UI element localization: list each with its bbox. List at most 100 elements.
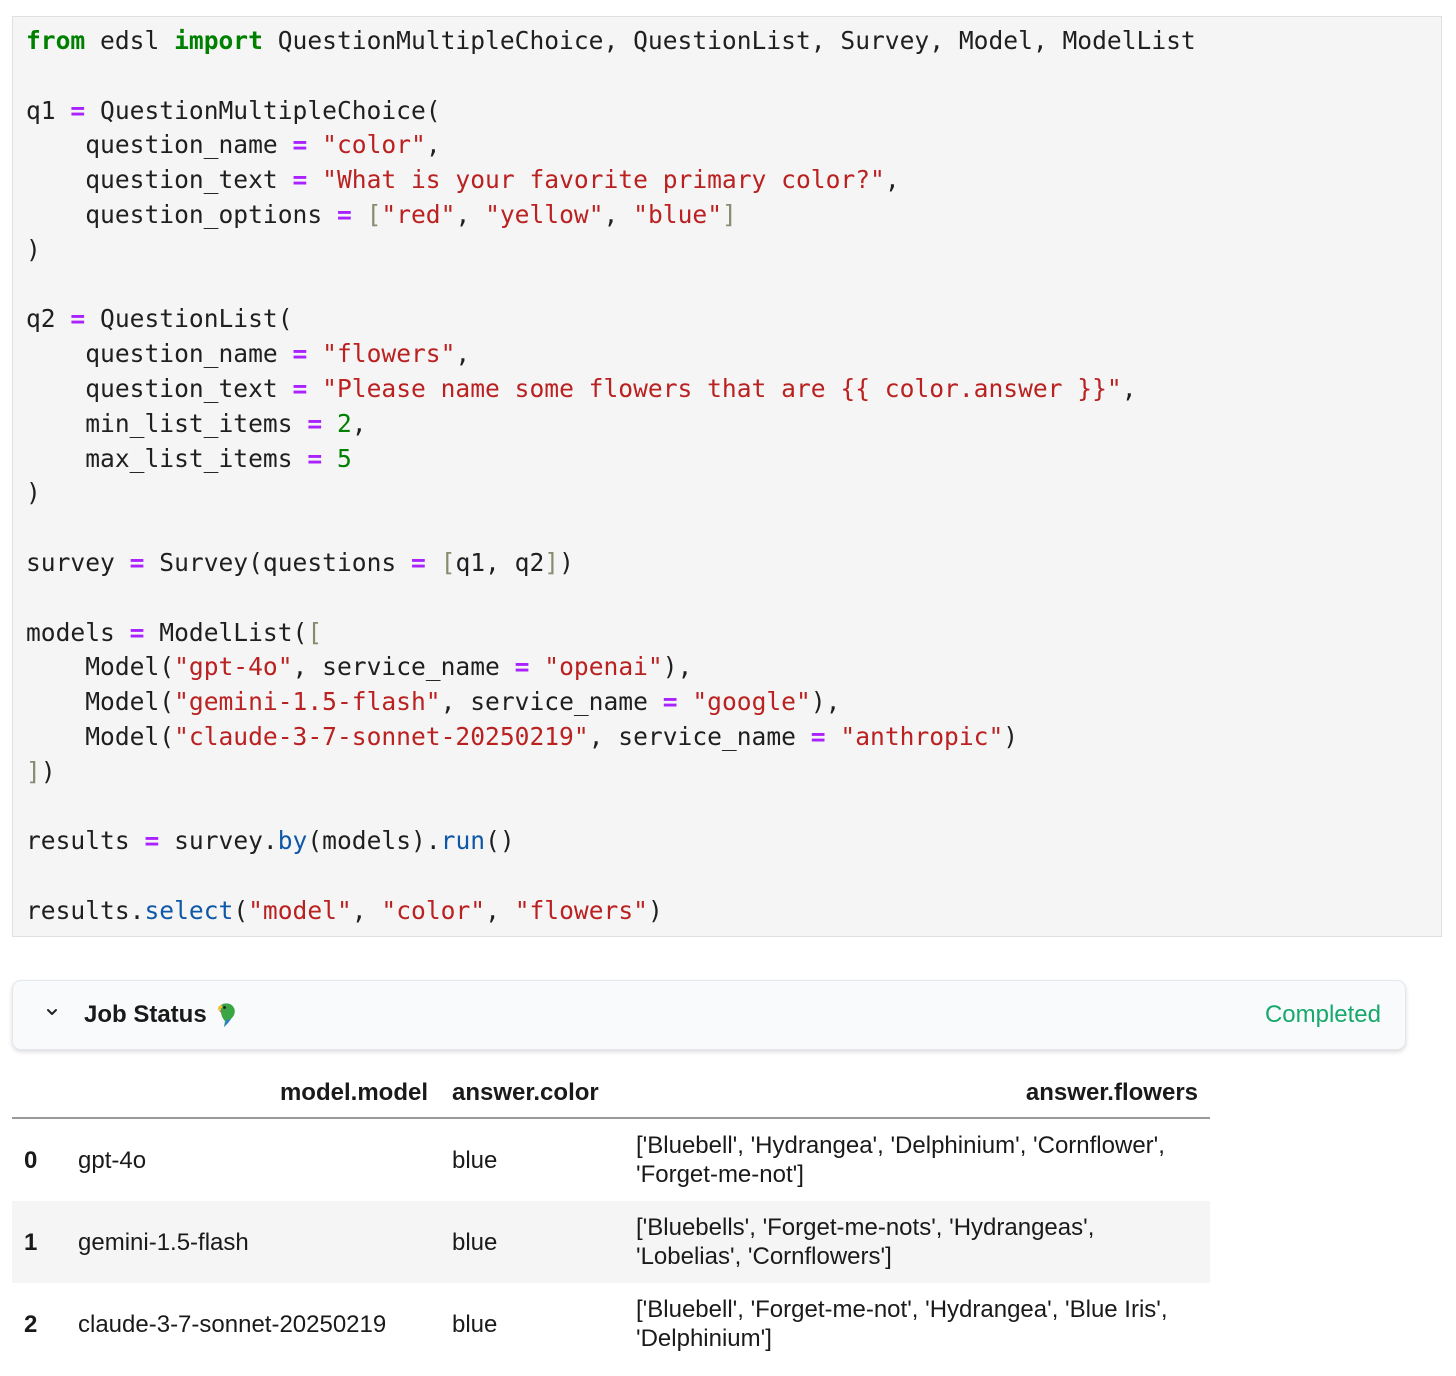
code-token: = — [514, 652, 530, 682]
code-token: = — [129, 547, 145, 577]
job-status-panel: Job Status Completed — [12, 980, 1406, 1050]
code-line — [26, 59, 1196, 94]
code-line: q1 = QuestionMultipleChoice( — [26, 94, 1196, 129]
code-token: QuestionMultipleChoice, QuestionList, Su… — [262, 26, 1196, 55]
code-token: 5 — [336, 443, 352, 473]
code-token: q2 — [26, 304, 71, 334]
code-token: "red" — [381, 199, 456, 229]
code-token: "anthropic" — [840, 721, 1004, 751]
code-token: question_text — [26, 165, 293, 195]
code-token: ( — [233, 895, 249, 925]
cell-flowers: ['Bluebells', 'Forget-me-nots', 'Hydrang… — [624, 1201, 1210, 1283]
job-status-state: Completed — [1264, 1001, 1381, 1028]
code-line: max_list_items = 5 — [26, 442, 1196, 477]
code-token: results. — [26, 895, 145, 925]
code-line — [26, 268, 1196, 303]
code-token: [ — [307, 617, 323, 647]
code-token: , — [485, 895, 515, 925]
code-line: question_name = "flowers", — [26, 337, 1196, 372]
code-line: question_name = "color", — [26, 128, 1196, 163]
code-token: "model" — [248, 895, 352, 925]
code-token: ] — [722, 199, 737, 229]
code-token — [322, 444, 337, 473]
cell-model: claude-3-7-sonnet-20250219 — [78, 1310, 387, 1338]
code-token: (models). — [307, 826, 441, 856]
table-header-row: model.model answer.color answer.flowers — [12, 1068, 1210, 1119]
code-token: "blue" — [633, 199, 722, 229]
code-token: = — [662, 687, 678, 717]
code-token: question_options — [26, 199, 337, 229]
code-token: , service_name — [588, 721, 811, 751]
cell-model: gemini-1.5-flash — [66, 1201, 440, 1283]
code-line: question_options = ["red", "yellow", "bl… — [26, 198, 1196, 233]
code-token: = — [292, 373, 308, 403]
code-token: question_text — [26, 373, 293, 403]
code-token: QuestionMultipleChoice( — [85, 95, 441, 125]
code-token: "Please name some flowers that are {{ co… — [322, 373, 1122, 403]
code-line: ) — [26, 233, 1196, 268]
code-token: [ — [366, 199, 382, 229]
code-token: 2 — [336, 408, 352, 438]
code-token: = — [810, 721, 826, 751]
code-token: , — [455, 199, 486, 229]
code-token: = — [411, 547, 426, 577]
code-token: ), — [810, 687, 841, 717]
column-header-color[interactable]: answer.color — [440, 1068, 624, 1119]
code-line — [26, 511, 1196, 546]
code-token: "yellow" — [485, 199, 604, 229]
code-token: = — [336, 199, 352, 229]
code-token: ), — [662, 652, 693, 682]
code-line: results = survey.by(models).run() — [26, 824, 1196, 859]
code-token: = — [307, 443, 323, 473]
code-token: run — [440, 826, 486, 856]
code-token: QuestionList( — [85, 304, 293, 334]
code-token: "google" — [692, 687, 811, 717]
column-header-flowers[interactable]: answer.flowers — [624, 1068, 1210, 1119]
code-line: models = ModelList([ — [26, 616, 1196, 651]
code-editor[interactable]: from edsl import QuestionMultipleChoice,… — [26, 24, 1196, 929]
code-line: min_list_items = 2, — [26, 407, 1196, 442]
index-header — [12, 1068, 66, 1119]
code-token: ] — [26, 756, 41, 786]
cell-color: blue — [440, 1201, 624, 1283]
code-token: from — [26, 26, 86, 55]
code-token: "gemini-1.5-flash" — [174, 687, 441, 717]
code-cell[interactable]: from edsl import QuestionMultipleChoice,… — [12, 16, 1442, 937]
results-table: model.model answer.color answer.flowers … — [12, 1068, 1210, 1365]
column-header-model[interactable]: model.model — [66, 1068, 440, 1119]
code-token — [307, 374, 322, 403]
code-token: "openai" — [544, 652, 663, 682]
code-line: results.select("model", "color", "flower… — [26, 894, 1196, 929]
code-line: Model("claude-3-7-sonnet-20250219", serv… — [26, 720, 1196, 755]
code-token: survey — [26, 547, 130, 577]
code-token: ) — [559, 547, 574, 577]
cell-flowers: ['Bluebell', 'Hydrangea', 'Delphinium', … — [636, 1132, 1165, 1188]
code-token: question_name — [26, 339, 293, 369]
code-line — [26, 581, 1196, 616]
code-token: ) — [26, 478, 41, 508]
code-token: ) — [40, 756, 56, 786]
code-token: Model( — [26, 652, 175, 682]
code-token: "color" — [322, 130, 426, 160]
table-row: 1 gemini-1.5-flash blue ['Bluebells', 'F… — [12, 1201, 1210, 1283]
code-token: models — [26, 617, 130, 647]
code-token: Survey(questions — [144, 547, 411, 577]
code-token: = — [129, 617, 145, 647]
job-status-title[interactable]: Job Status — [84, 1001, 207, 1028]
code-token: select — [144, 895, 234, 925]
parrot-icon — [217, 1003, 235, 1027]
code-token: "claude-3-7-sonnet-20250219" — [174, 721, 589, 751]
code-token: "What is your favorite primary color?" — [322, 165, 885, 195]
code-token: , — [603, 199, 634, 229]
cell-flowers: ['Bluebell', 'Forget-me-not', 'Hydrangea… — [636, 1296, 1168, 1352]
code-token: by — [277, 826, 308, 856]
code-token: , — [425, 130, 441, 160]
code-token: "flowers" — [322, 339, 456, 369]
code-token: ] — [544, 547, 560, 577]
code-token: = — [144, 826, 160, 856]
code-token: results — [26, 826, 145, 856]
code-token: = — [307, 408, 323, 438]
code-line: ) — [26, 476, 1196, 511]
code-line: Model("gemini-1.5-flash", service_name =… — [26, 685, 1196, 720]
chevron-down-icon[interactable] — [45, 1005, 59, 1019]
